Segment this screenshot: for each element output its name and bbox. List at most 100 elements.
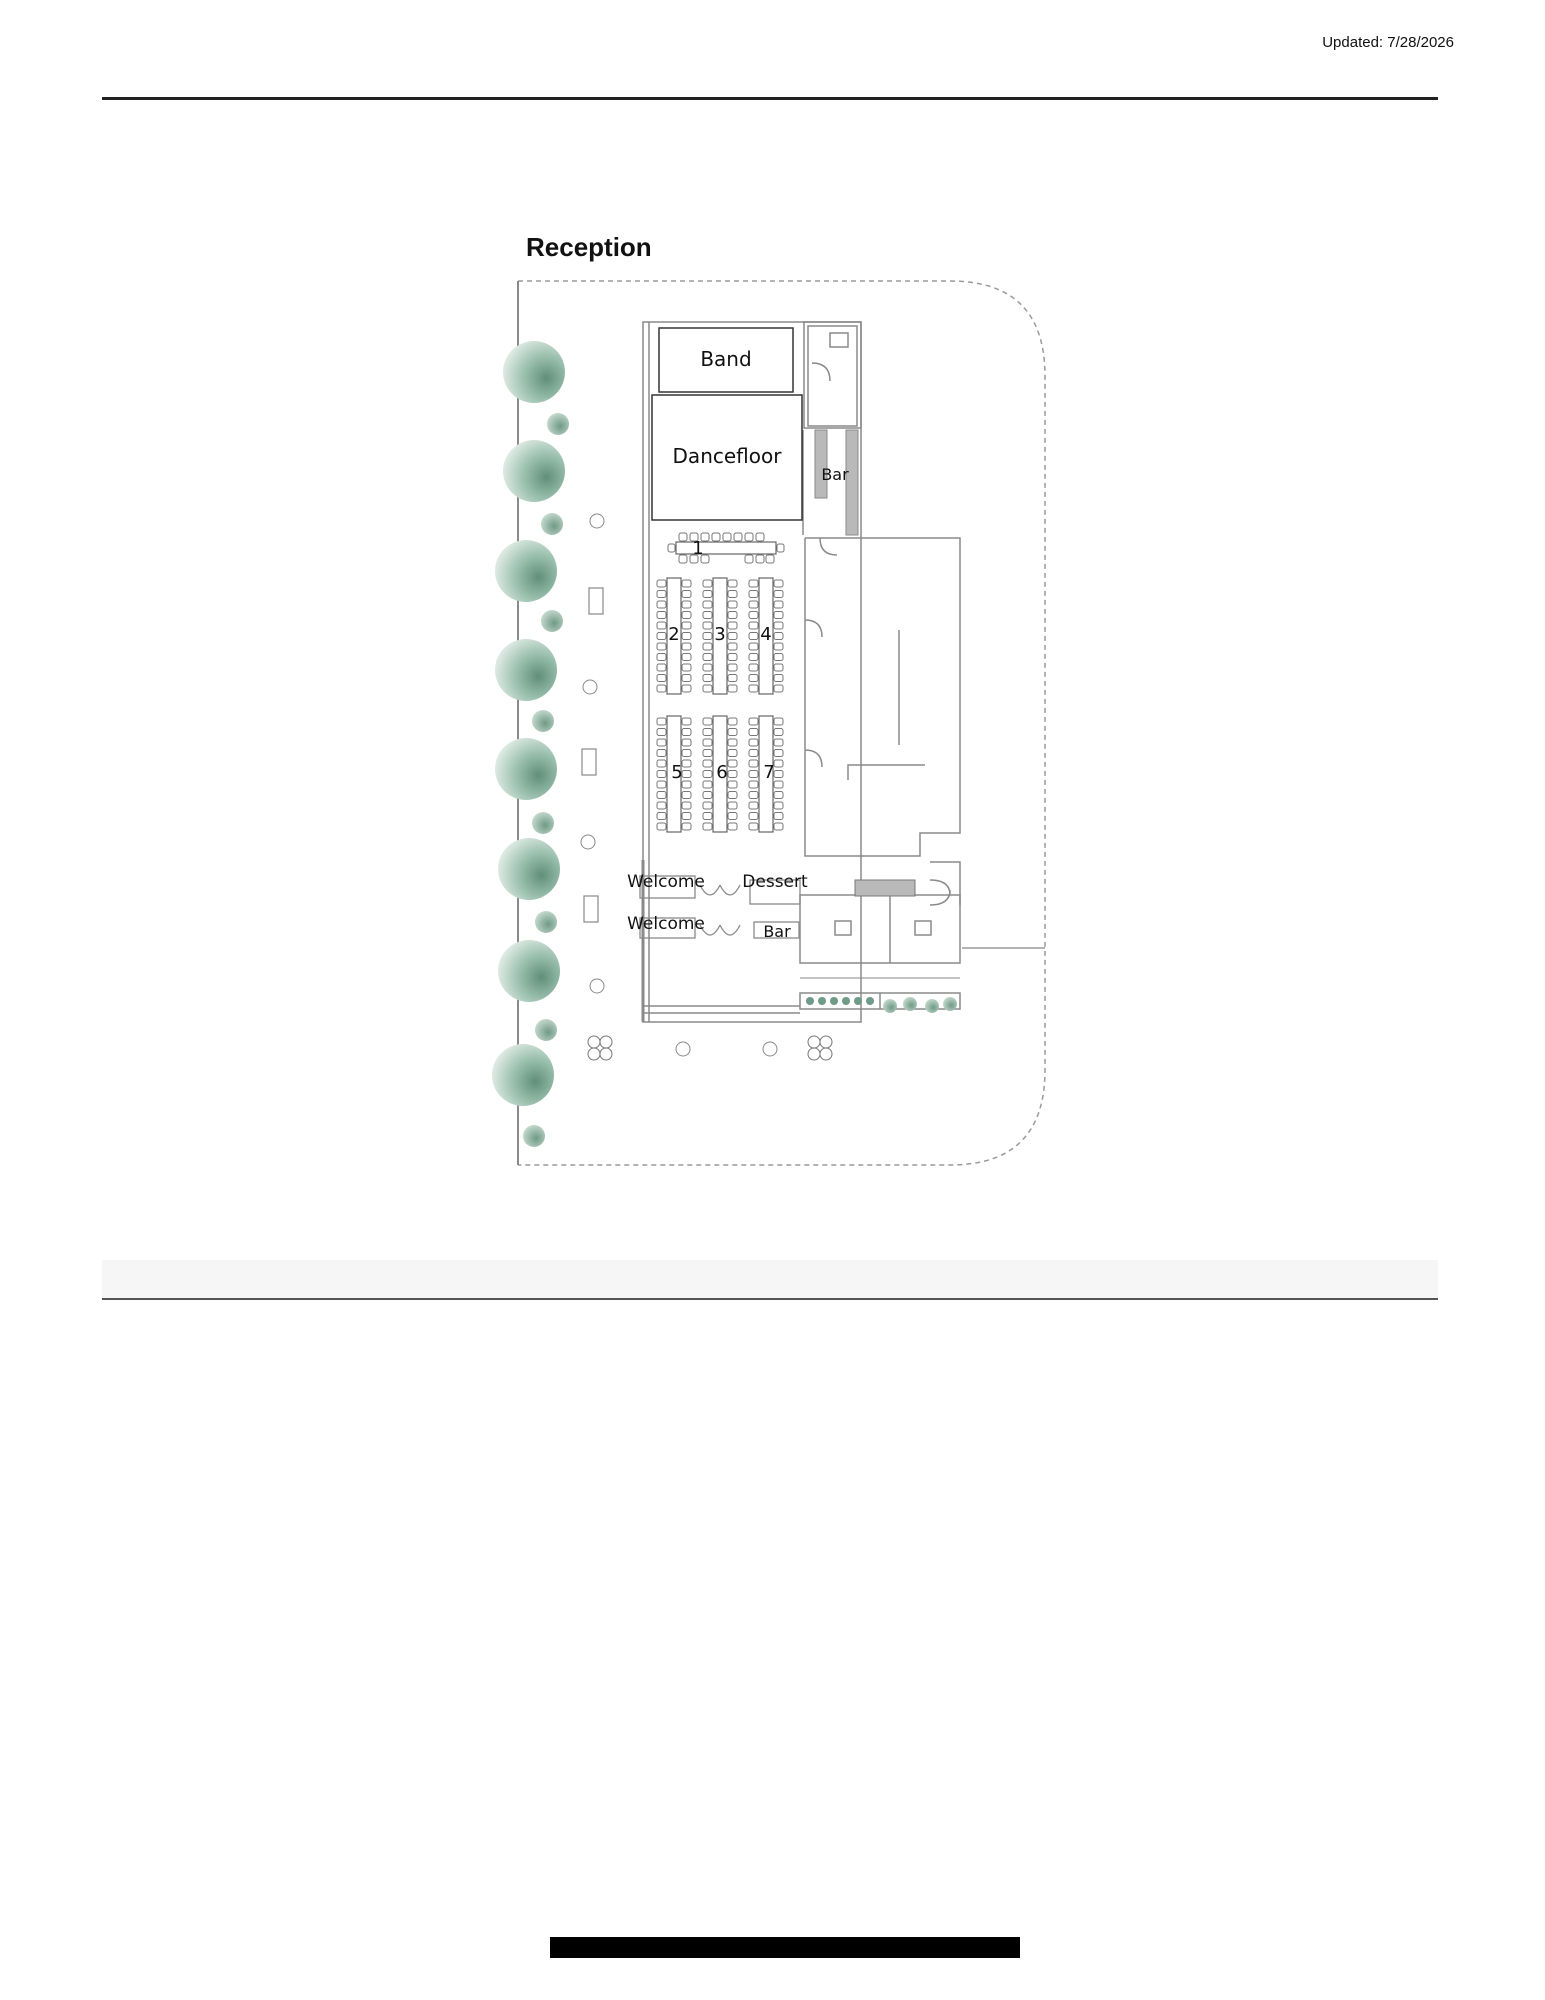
chair xyxy=(656,600,667,609)
chairs xyxy=(667,532,785,564)
chair xyxy=(748,684,759,693)
dessert-label: Dessert xyxy=(742,872,808,892)
shrub xyxy=(532,710,554,732)
chair xyxy=(656,611,667,619)
chair xyxy=(748,663,759,672)
chair xyxy=(702,653,713,661)
chair xyxy=(681,728,692,736)
table-7-label: 7 xyxy=(763,762,774,783)
dancefloor-label: Dancefloor xyxy=(673,444,783,468)
chair xyxy=(656,653,667,661)
restroom-icon xyxy=(834,920,852,936)
heater-icon xyxy=(589,513,605,529)
table-3-label: 3 xyxy=(714,624,725,645)
chair xyxy=(773,579,784,588)
chair xyxy=(727,749,738,757)
banquet-table xyxy=(666,577,682,695)
banquet-table xyxy=(712,577,728,695)
chair xyxy=(681,632,692,640)
chair xyxy=(681,738,692,747)
chair xyxy=(702,791,713,799)
shrub xyxy=(547,413,569,435)
chair xyxy=(681,717,692,726)
chair xyxy=(748,770,759,778)
footer-bar xyxy=(550,1937,1020,1958)
chair xyxy=(702,663,713,672)
chair xyxy=(748,780,759,789)
tree xyxy=(495,738,557,800)
chair xyxy=(727,642,738,651)
chair xyxy=(656,759,667,768)
chair xyxy=(702,590,713,598)
restroom-icon xyxy=(829,332,849,348)
chair xyxy=(748,632,759,640)
chair xyxy=(773,600,784,609)
banquet-table xyxy=(666,715,682,833)
chair xyxy=(681,759,692,768)
header-divider xyxy=(102,97,1438,100)
chair xyxy=(727,780,738,789)
band-label: Band xyxy=(700,347,751,371)
tree xyxy=(492,1044,554,1106)
welcome-lower-label: Welcome xyxy=(627,914,705,934)
tent-outline xyxy=(641,321,862,1023)
chair xyxy=(773,684,784,693)
chair xyxy=(656,684,667,693)
chair xyxy=(656,738,667,747)
chair xyxy=(773,717,784,726)
chair xyxy=(748,759,759,768)
chair xyxy=(748,621,759,630)
property-boundary xyxy=(518,280,1046,1166)
chair xyxy=(748,812,759,820)
chair xyxy=(681,801,692,810)
chair xyxy=(681,822,692,831)
chair xyxy=(656,770,667,778)
chair xyxy=(656,674,667,682)
chair xyxy=(748,653,759,661)
chair xyxy=(727,674,738,682)
chair xyxy=(727,812,738,820)
chair xyxy=(727,632,738,640)
tree xyxy=(503,341,565,403)
table-5-label: 5 xyxy=(671,762,682,783)
chair xyxy=(702,822,713,831)
chair xyxy=(702,717,713,726)
banquet-table xyxy=(758,577,774,695)
chair xyxy=(681,674,692,682)
chair xyxy=(702,770,713,778)
counter xyxy=(854,879,916,897)
chair xyxy=(702,812,713,820)
chair xyxy=(727,590,738,598)
chair xyxy=(773,611,784,619)
tree xyxy=(495,540,557,602)
panel-divider xyxy=(102,1298,1438,1300)
bench-icon xyxy=(583,895,599,923)
shrub xyxy=(541,513,563,535)
table-1-label: 1 xyxy=(692,538,703,559)
updated-date: Updated: 7/28/2026 xyxy=(1322,34,1454,51)
bar-counter xyxy=(814,429,828,499)
chair xyxy=(773,642,784,651)
chair xyxy=(748,728,759,736)
entry-area xyxy=(639,875,801,939)
heater-icon xyxy=(580,834,596,850)
chair xyxy=(727,611,738,619)
chair xyxy=(773,674,784,682)
long-tables xyxy=(656,577,784,833)
chair xyxy=(656,632,667,640)
band-stage xyxy=(658,327,794,393)
chair xyxy=(773,822,784,831)
chair xyxy=(681,611,692,619)
banquet-table xyxy=(712,715,728,833)
chair xyxy=(748,642,759,651)
shrub xyxy=(535,911,557,933)
chair xyxy=(681,600,692,609)
chair xyxy=(681,663,692,672)
chair xyxy=(727,770,738,778)
chair xyxy=(748,801,759,810)
chair xyxy=(748,611,759,619)
chair xyxy=(656,621,667,630)
chair xyxy=(748,600,759,609)
chair xyxy=(702,579,713,588)
chair xyxy=(773,791,784,799)
